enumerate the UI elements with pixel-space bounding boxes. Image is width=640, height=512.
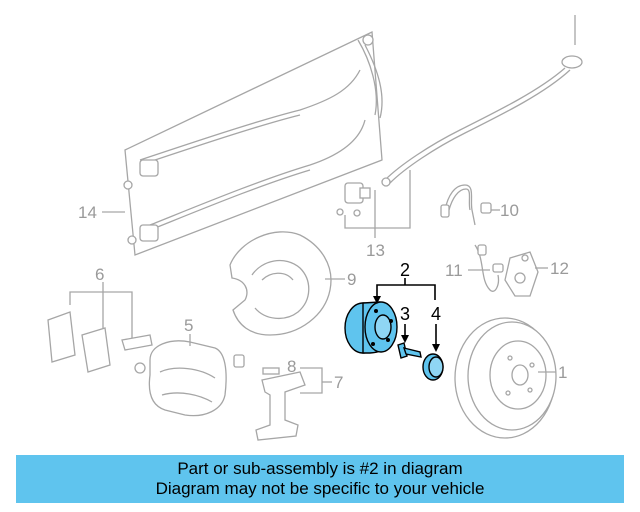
callout-5: 5	[184, 316, 193, 335]
sensor-11	[474, 244, 504, 292]
splash-shield	[229, 231, 332, 336]
guide-pins	[233, 354, 280, 375]
brake-pads	[47, 311, 153, 373]
sensor-wire-10	[440, 184, 492, 226]
callout-13: 13	[366, 241, 385, 260]
sensor-12	[504, 251, 539, 297]
callout-11: 11	[445, 261, 463, 280]
abs-sensor-cable	[381, 15, 583, 187]
callout-1: 1	[558, 363, 567, 382]
callout-9: 9	[347, 270, 356, 289]
callout-4: 4	[431, 304, 441, 324]
hub-assembly-highlighted	[344, 301, 398, 354]
callout-14: 14	[78, 203, 97, 222]
callout-10: 10	[500, 201, 519, 220]
banner-line-1: Part or sub-assembly is #2 in diagram	[177, 459, 463, 478]
callout-2: 2	[400, 260, 410, 280]
brake-caliper	[134, 340, 227, 417]
callout-8: 8	[287, 357, 296, 376]
hub-dust-cap	[422, 353, 444, 381]
callout-12: 12	[550, 259, 569, 278]
notice-banner: Part or sub-assembly is #2 in diagram Di…	[16, 455, 624, 503]
parts-diagram: 14 13 10 11 12	[47, 15, 583, 441]
callout-6: 6	[95, 265, 104, 284]
callout-3: 3	[400, 304, 410, 324]
hub-bolt	[397, 342, 422, 359]
abs-wiring-harness-panel	[123, 31, 383, 256]
wheel-speed-sensor	[336, 182, 371, 217]
banner-line-2: Diagram may not be specific to your vehi…	[155, 479, 485, 498]
brake-rotor	[454, 317, 557, 439]
caliper-bracket	[255, 371, 306, 441]
callout-7: 7	[334, 373, 343, 392]
